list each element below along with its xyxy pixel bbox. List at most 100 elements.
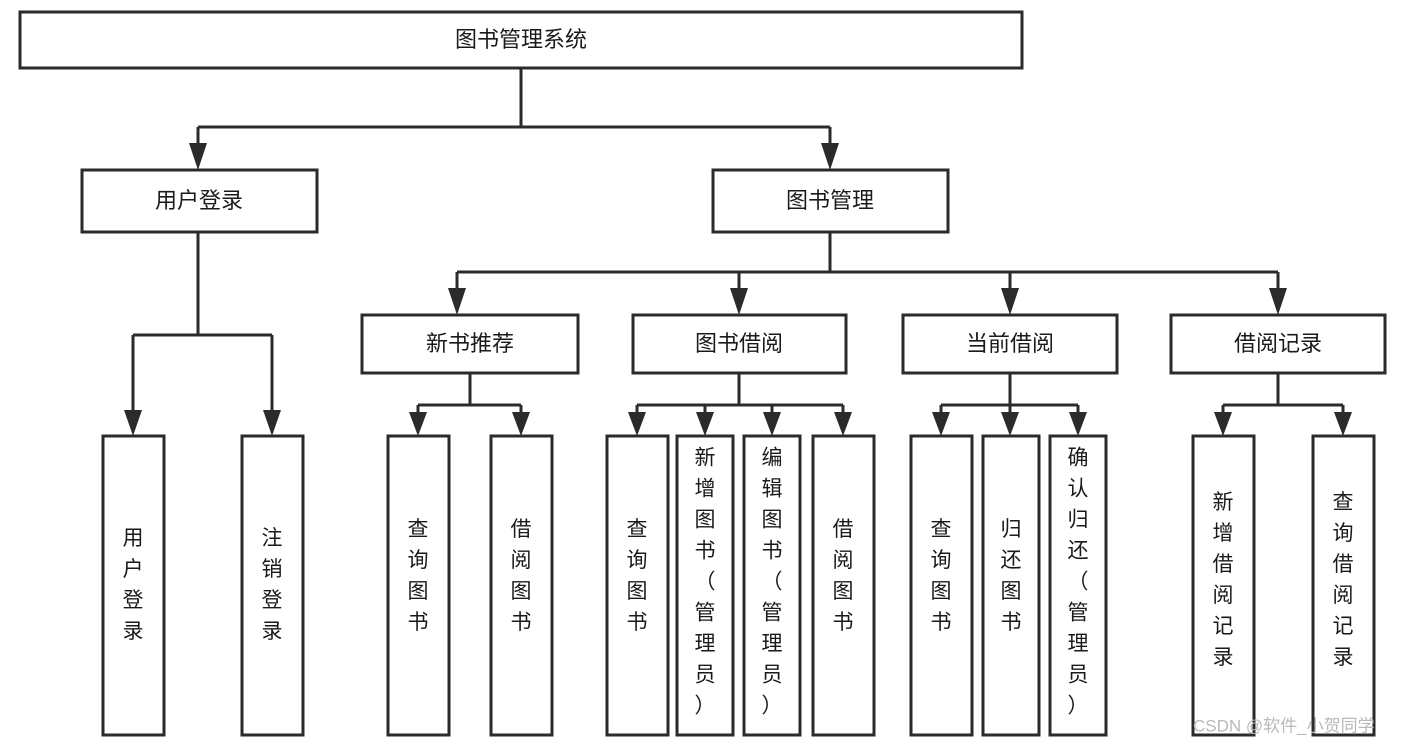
node-leaf-confirm-return-box[interactable] [1048, 434, 1108, 737]
vertical-char: 书 [408, 611, 429, 634]
arrow-head-icon-user-login [189, 143, 207, 170]
node-leaf-edit-book-box[interactable] [742, 434, 802, 737]
vertical-char: 查 [1333, 491, 1354, 514]
node-leaf-borrow-book-1-box[interactable] [489, 434, 554, 737]
node-book-borrow-box[interactable] [631, 313, 848, 375]
node-root[interactable]: 图书管理系统 [18, 10, 1024, 70]
node-root-label: 图书管理系统 [455, 27, 587, 52]
vertical-char: 记 [1333, 615, 1354, 638]
arrow-head-icon-leaf-borrow-book-2 [834, 412, 852, 436]
vertical-char: 图 [627, 580, 648, 603]
vertical-char: 录 [262, 620, 283, 643]
node-root-box[interactable] [18, 10, 1024, 70]
vertical-char: 员 [695, 664, 716, 687]
node-book-borrow[interactable]: 图书借阅 [631, 313, 848, 375]
vertical-char: 图 [511, 580, 532, 603]
node-new-book-recommend-label: 新书推荐 [426, 331, 514, 356]
vertical-char: 记 [1213, 615, 1234, 638]
node-new-book-recommend[interactable]: 新书推荐 [360, 313, 580, 375]
vertical-char: 图 [1001, 580, 1022, 603]
vertical-char: 图 [695, 509, 716, 532]
vertical-char: 新 [695, 447, 716, 470]
node-borrow-record[interactable]: 借阅记录 [1169, 313, 1387, 375]
vertical-char: 理 [695, 633, 716, 656]
node-leaf-user-login-label: 用户登录 [123, 527, 144, 643]
vertical-char: 阅 [1333, 584, 1354, 607]
vertical-char: ） [1068, 695, 1089, 718]
node-leaf-query-book-2-box[interactable] [605, 434, 670, 737]
node-new-book-recommend-box[interactable] [360, 313, 580, 375]
vertical-char: 辑 [762, 478, 783, 501]
node-current-borrow[interactable]: 当前借阅 [901, 313, 1119, 375]
vertical-char: 阅 [511, 549, 532, 572]
node-leaf-user-login-box[interactable] [101, 434, 166, 737]
node-user-login-box[interactable] [80, 168, 319, 234]
node-leaf-user-login[interactable]: 用户登录 [101, 434, 166, 737]
arrow-head-icon-book-borrow [730, 288, 748, 315]
node-leaf-add-book-box[interactable] [675, 434, 735, 737]
node-borrow-record-label: 借阅记录 [1234, 331, 1322, 356]
node-leaf-borrow-book-2-box[interactable] [811, 434, 876, 737]
arrow-head-icon-leaf-query-record [1334, 412, 1352, 436]
vertical-char: 增 [1213, 522, 1234, 545]
arrow-head-icon-new-book-recommend [448, 288, 466, 315]
vertical-char: 查 [408, 518, 429, 541]
vertical-char: 书 [931, 611, 952, 634]
node-current-borrow-box[interactable] [901, 313, 1119, 375]
vertical-char: 录 [123, 620, 144, 643]
vertical-char: 理 [762, 633, 783, 656]
csdn-watermark: CSDN @软件_小贺同学 [1193, 716, 1375, 735]
arrow-head-icon-leaf-add-record [1214, 412, 1232, 436]
node-book-manage[interactable]: 图书管理 [711, 168, 950, 234]
vertical-char: （ [1068, 571, 1089, 594]
vertical-char: 增 [695, 478, 716, 501]
vertical-char: 借 [511, 518, 532, 541]
vertical-char: 确 [1068, 447, 1089, 470]
node-leaf-query-book-3-box[interactable] [909, 434, 974, 737]
vertical-char: 登 [123, 589, 144, 612]
connector-borrowrecord-to-leaves [1214, 373, 1352, 436]
arrow-head-icon-leaf-query-book-2 [628, 412, 646, 436]
arrow-head-icon-leaf-edit-book [763, 412, 781, 436]
vertical-char: 图 [931, 580, 952, 603]
vertical-char: 还 [1001, 549, 1022, 572]
connector-bookmanage-to-level3 [448, 232, 1287, 315]
node-leaf-logout-login-box[interactable] [240, 434, 305, 737]
vertical-char: 归 [1001, 518, 1022, 541]
vertical-char: 录 [1333, 646, 1354, 669]
node-borrow-record-box[interactable] [1169, 313, 1387, 375]
vertical-char: 询 [627, 549, 648, 572]
node-leaf-query-book-1-box[interactable] [386, 434, 451, 737]
vertical-char: 编 [762, 447, 783, 470]
vertical-char: 书 [695, 540, 716, 563]
node-user-login[interactable]: 用户登录 [80, 168, 319, 234]
vertical-char: 图 [833, 580, 854, 603]
node-leaf-return-book-box[interactable] [981, 434, 1041, 737]
vertical-char: 录 [1213, 646, 1234, 669]
node-leaf-add-record-box[interactable] [1191, 434, 1256, 737]
arrow-head-icon-leaf-logout-login [263, 410, 281, 436]
vertical-char: 登 [262, 589, 283, 612]
node-book-manage-box[interactable] [711, 168, 950, 234]
connector-userlogin-to-leaves [124, 232, 281, 436]
node-leaf-query-record-box[interactable] [1311, 434, 1376, 737]
vertical-char: 书 [511, 611, 532, 634]
